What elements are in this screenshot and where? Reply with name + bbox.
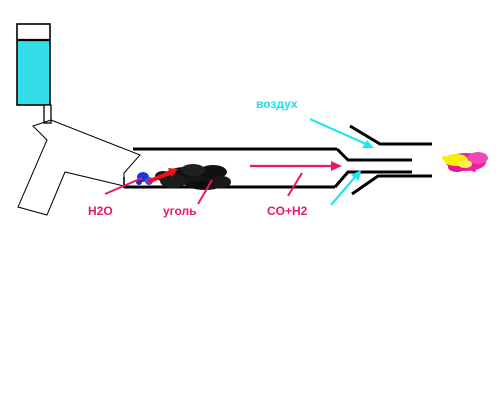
air-arrow-lower [330,170,361,206]
water-tank-water [17,40,50,105]
outer-air-duct-bottom [351,174,432,196]
syngas-flow-arrow [250,161,342,171]
syngas-label: CO+H2 [267,204,308,218]
burner-nozzle [333,124,432,196]
water-tank [16,23,52,124]
tank-outlet-valve [43,104,52,124]
coal-label-pointer [197,179,213,205]
water-label-pointer [104,177,143,195]
water-tank-outline [16,23,51,106]
inner-nozzle-top [335,147,412,162]
coal-label: уголь [163,204,197,218]
air-label: воздух [256,97,298,111]
air-arrow-upper [309,117,374,148]
inner-nozzle-bottom [333,170,412,188]
flame [442,152,488,172]
water-label: H2O [88,204,113,218]
syngas-label-pointer [287,172,303,197]
outer-air-duct-top [349,124,432,146]
feed-hopper-outline [17,119,141,216]
coal-pile [155,164,231,190]
red-arrow [148,168,178,183]
